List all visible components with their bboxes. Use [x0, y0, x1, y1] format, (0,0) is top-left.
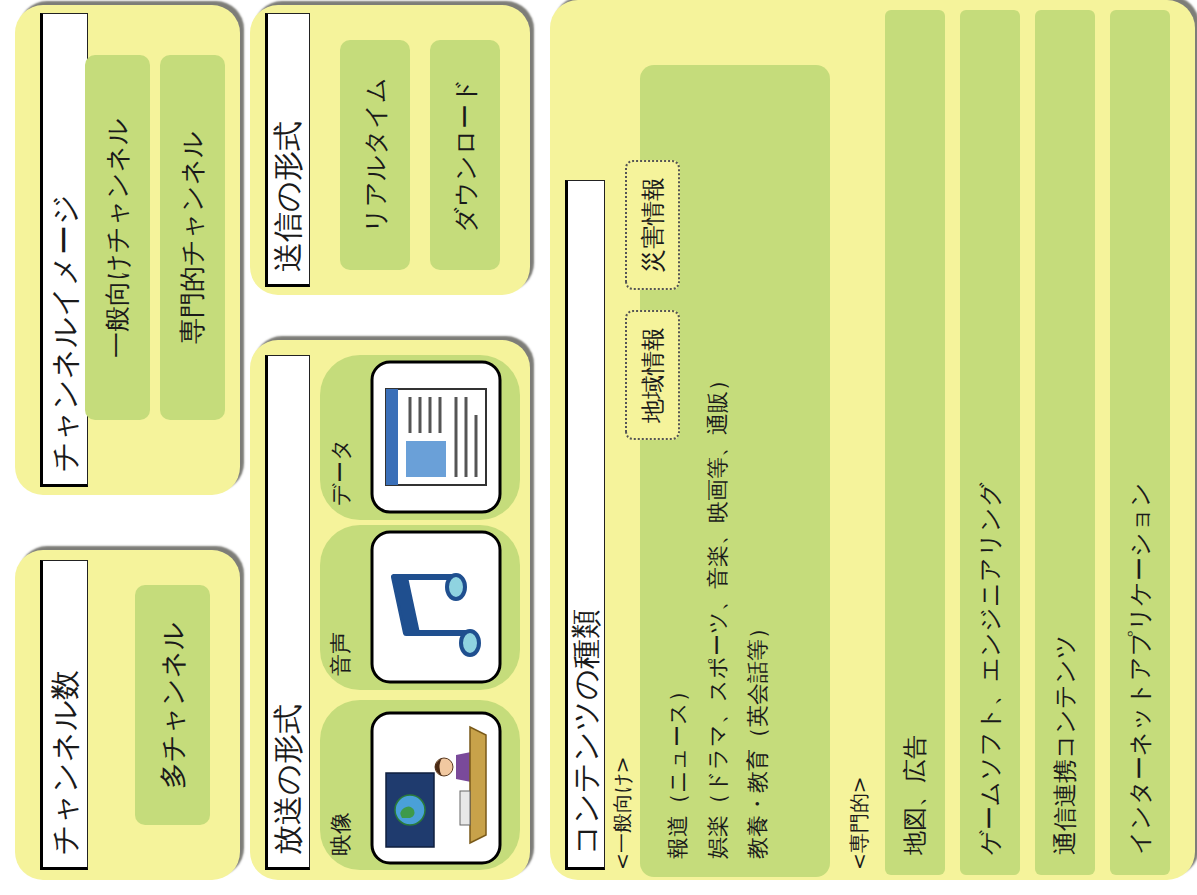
subheading-area: <専門的>	[845, 712, 873, 872]
content-box: 地図、広告	[885, 10, 945, 875]
format-box: データ	[320, 355, 520, 520]
heading-text: 放送の形式	[268, 704, 309, 855]
heading-text: チャンネル数	[45, 670, 86, 855]
group-panel: 放送の形式映像 音声 データ	[250, 340, 530, 880]
heading-text: 送信の形式	[268, 121, 309, 272]
group-panel: チャンネルイメージ一般向けチャンネル 専門的チャンネル	[15, 5, 240, 495]
option-box: 専門的チャンネル	[160, 55, 225, 420]
subheading-text: <一般向け>	[609, 756, 636, 870]
content-box: インターネットアプリケーション	[1110, 10, 1170, 875]
content-box: 通信連携コンテンツ	[1035, 10, 1095, 875]
option-box: 一般向けチャンネル	[85, 55, 150, 420]
label-text: 映像	[326, 812, 356, 856]
subheading-area: <一般向け>	[608, 712, 636, 872]
format-box: 映像	[320, 700, 520, 870]
label-text: リアルタイム	[359, 77, 392, 233]
title-box: チャンネルイメージ	[40, 13, 88, 487]
label-text: 地図、広告	[899, 735, 931, 855]
group-panel: 送信の形式 リアルタイム ダウンロード	[250, 5, 530, 295]
title-box: コンテンツの種類	[565, 180, 605, 870]
option-box: ダウンロード	[430, 40, 500, 270]
label-text: ゲームソフト、エンジニアリング	[974, 482, 1006, 855]
label-text: 教養・教育（英会話等）	[738, 83, 778, 859]
group-panel: コンテンツの種類<一般向け> <専門的> 報道（ニュース）娯楽（ドラマ、スポーツ、音…	[550, 0, 1195, 880]
label-text: 多チャンネル	[155, 622, 191, 789]
format-box: 音声	[320, 525, 520, 690]
label-text: インターネットアプリケーション	[1124, 482, 1156, 855]
label-text: 専門的チャンネル	[175, 131, 210, 344]
subheading-text: <専門的>	[846, 776, 873, 870]
label-text: ダウンロード	[449, 78, 482, 233]
title-box: チャンネル数	[40, 560, 88, 870]
title-box: 放送の形式	[265, 355, 310, 870]
heading-text: チャンネルイメージ	[45, 194, 86, 472]
tag-box: 地域情報	[625, 310, 680, 440]
heading-text: コンテンツの種類	[566, 609, 607, 855]
label-text: 音声	[326, 632, 356, 676]
option-box: リアルタイム	[340, 40, 410, 270]
tag-box: 災害情報	[625, 160, 680, 290]
label-text: 一般向けチャンネル	[100, 118, 135, 358]
label-text: 娯楽（ドラマ、スポーツ、音楽、映画等、通販）	[698, 83, 738, 859]
label-text: データ	[326, 438, 356, 506]
content-list-box: 報道（ニュース）娯楽（ドラマ、スポーツ、音楽、映画等、通販）教養・教育（英会話等…	[640, 65, 830, 877]
content-box: ゲームソフト、エンジニアリング	[960, 10, 1020, 875]
option-box: 多チャンネル	[135, 585, 210, 825]
group-panel: チャンネル数 多チャンネル	[15, 550, 240, 880]
title-box: 送信の形式	[265, 13, 310, 287]
label-text: 災害情報	[637, 177, 669, 273]
label-text: 通信連携コンテンツ	[1049, 634, 1081, 855]
label-text: 地域情報	[637, 327, 669, 423]
